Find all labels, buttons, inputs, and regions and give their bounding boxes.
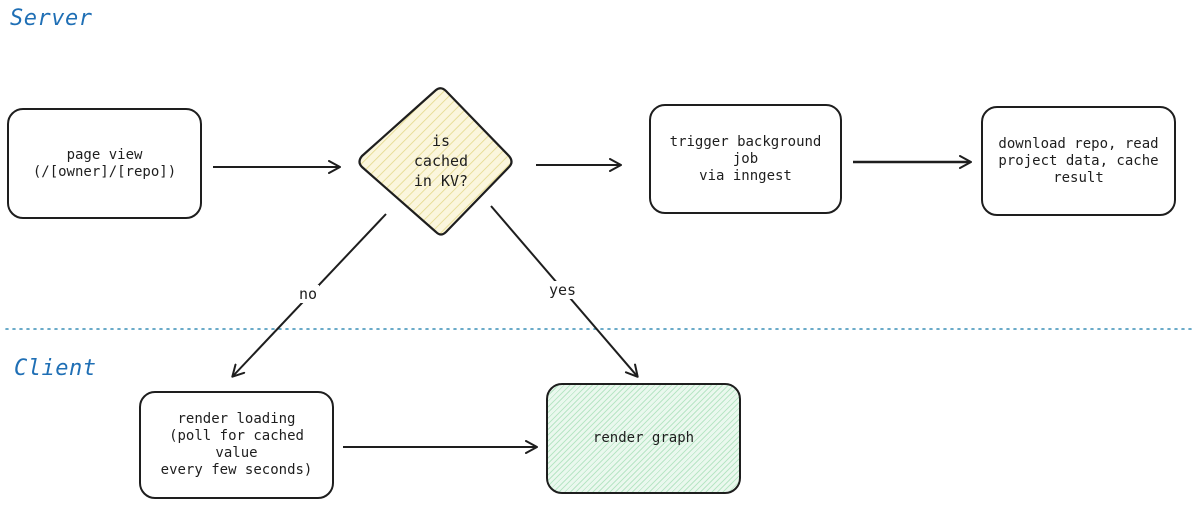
download-repo-label: download repo, read project data, cache …: [998, 135, 1159, 186]
download-repo-node: download repo, read project data, cache …: [981, 106, 1176, 216]
page-view-node: page view (/[owner]/[repo]): [7, 108, 202, 219]
render-loading-label: render loading (poll for cached value ev…: [160, 411, 313, 478]
trigger-job-label: trigger background job via inngest: [669, 133, 822, 184]
page-view-label: page view (/[owner]/[repo]): [32, 146, 177, 180]
render-loading-node: render loading (poll for cached value ev…: [139, 391, 334, 499]
client-section-label: Client: [14, 356, 97, 381]
server-section-label: Server: [10, 6, 93, 31]
trigger-job-node: trigger background job via inngest: [649, 104, 842, 214]
render-graph-node: render graph: [546, 383, 741, 494]
edge-label-yes: yes: [547, 281, 579, 299]
decision-is-cached-label: is cached in KV?: [413, 132, 469, 190]
edge-label-no: no: [297, 285, 320, 303]
decision-diamond-shape: [358, 87, 513, 236]
render-graph-label: render graph: [592, 430, 695, 446]
